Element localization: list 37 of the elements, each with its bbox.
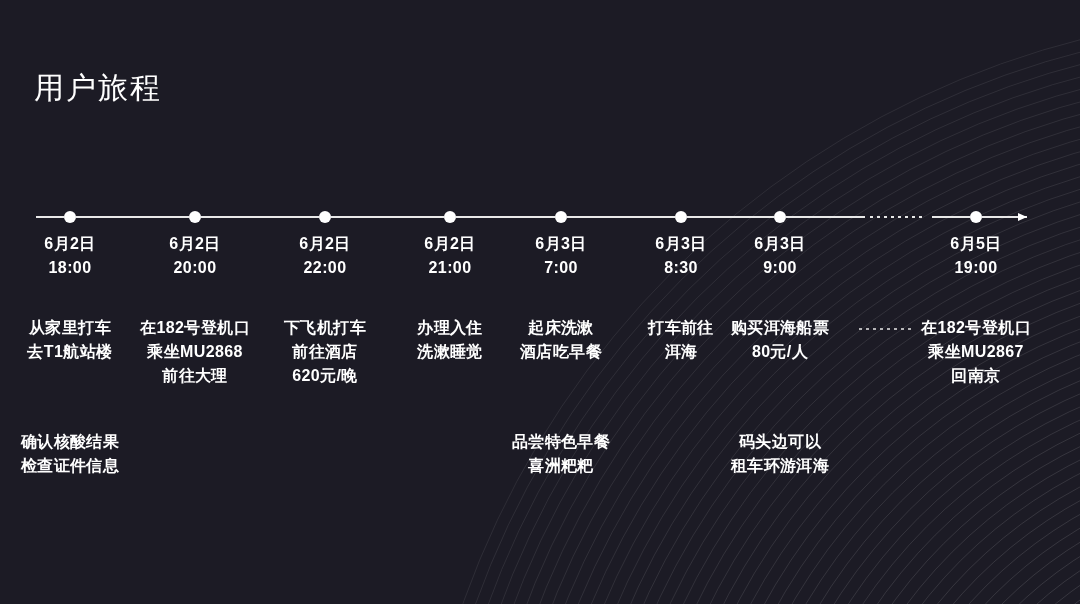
timeline-dot (774, 211, 786, 223)
timeline-line (785, 216, 971, 218)
event-description: 起床洗漱酒店吃早餐 (520, 318, 602, 362)
page-title: 用户旅程 (34, 70, 162, 106)
timeline-dot (319, 211, 331, 223)
timeline-arrow (981, 213, 1028, 221)
event-description: 打车前往洱海 (648, 318, 714, 362)
date-time-label: 6月5日 19:00 (950, 234, 1002, 278)
date-time-label: 6月2日 22:00 (299, 234, 351, 278)
timeline-line (330, 216, 445, 218)
event-description: 从家里打车去T1航站楼 (27, 318, 113, 362)
timeline-line (35, 216, 65, 218)
timeline-line (200, 216, 320, 218)
timeline-dot (444, 211, 456, 223)
event-description: 购买洱海船票80元/人 (730, 318, 830, 362)
timeline-line (686, 216, 775, 218)
timeline-line (75, 216, 190, 218)
timeline-dot (675, 211, 687, 223)
date-time-label: 6月3日 8:30 (655, 234, 707, 278)
event-description: 在182号登机口乘坐MU2867回南京 (921, 318, 1031, 386)
timeline-dot (970, 211, 982, 223)
date-time-label: 6月2日 20:00 (169, 234, 221, 278)
date-time-label: 6月2日 21:00 (424, 234, 476, 278)
event-description: 下飞机打车前往酒店620元/晚 (284, 318, 366, 386)
timeline-dot (189, 211, 201, 223)
event-description: 办理入住洗漱睡觉 (417, 318, 483, 362)
timeline-line (455, 216, 556, 218)
timeline-dot (64, 211, 76, 223)
event-description: 在182号登机口乘坐MU2868前往大理 (140, 318, 250, 386)
event-note: 码头边可以租车环游洱海 (730, 432, 830, 476)
date-time-label: 6月3日 7:00 (535, 234, 587, 278)
date-time-label: 6月3日 9:00 (754, 234, 806, 278)
event-note: 品尝特色早餐喜洲粑粑 (511, 432, 611, 476)
event-note: 确认核酸结果检查证件信息 (20, 432, 120, 476)
timeline-dot (555, 211, 567, 223)
timeline-line (566, 216, 676, 218)
date-time-label: 6月2日 18:00 (44, 234, 96, 278)
